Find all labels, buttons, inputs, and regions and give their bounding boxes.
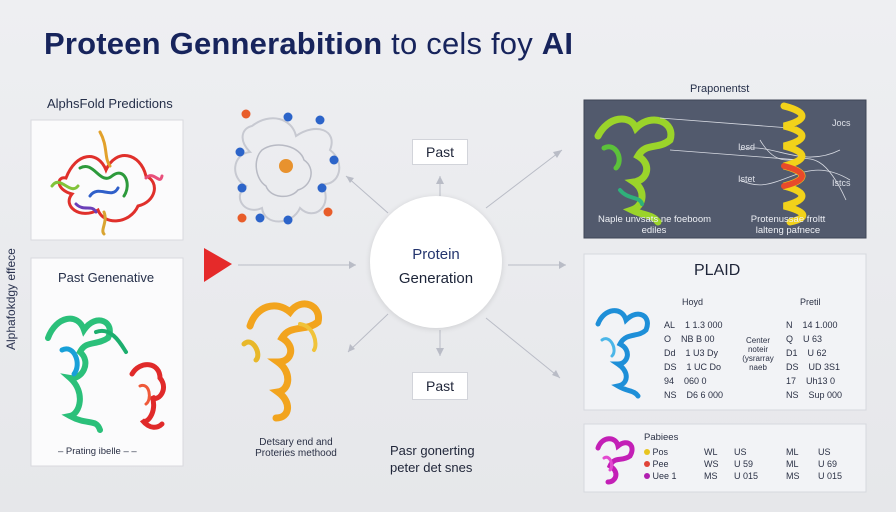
play-triangle-icon — [204, 248, 232, 282]
table-row: AL 1 1.3 000 — [664, 320, 723, 330]
plaid-rows-right: N 14 1.000 Q U 63 D1 U 62 DS UD 3S1 17 U… — [786, 318, 842, 402]
dark-caption-right: Protenussae froltt lalteng pafnece — [750, 214, 826, 236]
arrowhead — [348, 344, 355, 352]
connector-upper-right — [485, 149, 563, 209]
atom-center — [279, 159, 293, 173]
table-row: 17 Uh13 0 — [786, 376, 836, 386]
plaid-heading: PLAID — [694, 262, 741, 279]
connector-lower-right — [485, 317, 561, 379]
table-row: NS D6 6 000 — [664, 390, 724, 400]
protein-generation-node: Protein Generation — [370, 196, 502, 328]
node-line2: Generation — [398, 270, 474, 287]
connector-lower-left — [347, 313, 389, 353]
dark-mark-4: Istcs — [832, 178, 851, 188]
magenta-protein-art — [595, 436, 635, 485]
dark-panel-heading: Praponentst — [690, 83, 750, 95]
legend-swatch — [644, 473, 650, 479]
title-accent: AI — [541, 26, 574, 61]
card-past-generative — [30, 257, 184, 467]
generative-structure-art — [45, 315, 167, 433]
green-protein-art — [594, 115, 675, 226]
connector-upper-left — [345, 175, 389, 214]
arrowhead — [552, 370, 560, 378]
dark-mark-3: Istet — [738, 174, 756, 184]
legend-swatch — [644, 461, 650, 467]
plaid-center-note: Center noteir (ysrarray naeb — [742, 336, 774, 372]
legend-item: Pos WL US ML US — [644, 446, 831, 458]
card-generative-label: Past Genenative — [58, 270, 155, 285]
legend-heading: Pabiees — [644, 432, 679, 443]
yellow-protein-art — [241, 300, 322, 422]
generation-note: Pasr gonerting peter det snes — [390, 443, 475, 475]
plaid-col-header-right: Pretil — [800, 297, 821, 307]
table-row: NS Sup 000 — [786, 390, 843, 400]
page-title: Proteen Gennerabition to cels foy AI — [44, 26, 573, 62]
table-row: N 14 1.000 — [786, 320, 838, 330]
legend-item: Uee 1 MS U 015 MS U 015 — [644, 470, 842, 482]
title-rest: to cels foy — [382, 26, 542, 61]
card-alphafold-label: AlphsFold Predictions — [47, 96, 173, 111]
tag-past-bottom: Past — [412, 372, 468, 400]
arrowhead — [436, 176, 444, 184]
legend-item: Pee WS U 59 ML U 69 — [644, 458, 837, 470]
arrowhead — [436, 348, 444, 356]
legend-swatch — [644, 449, 650, 455]
plaid-rows-left: AL 1 1.3 000 O NB B 00 Dd 1 U3 Dy DS 1 U… — [664, 318, 723, 402]
alphafold-structure-art — [50, 130, 164, 236]
table-row: DS 1 UC Do — [664, 362, 722, 372]
node-line1: Protein — [412, 246, 460, 263]
table-row: Q U 63 — [786, 334, 823, 344]
card-generative-caption: – Prating ibelle – – — [58, 446, 137, 457]
dark-mark-2: Jocs — [832, 118, 851, 128]
table-row: 94 060 0 — [664, 376, 707, 386]
yellow-caption: Detsary end and Proteries methood — [255, 437, 337, 459]
arrowhead — [349, 261, 356, 269]
tag-past-top: Past — [412, 139, 468, 165]
arrowhead — [553, 150, 562, 158]
molecule-cluster-art — [234, 109, 341, 225]
arrowhead — [346, 176, 354, 183]
plaid-col-header-left: Hoyd — [682, 297, 704, 307]
plaid-panel-bg — [583, 253, 867, 411]
dark-mark-1: Iesd — [738, 142, 756, 152]
arrowhead — [559, 261, 566, 269]
yellow-helix-art — [780, 102, 807, 226]
blue-protein-art — [595, 308, 650, 399]
dark-caption-left: Naple unvsats ne foeboom ediles — [598, 214, 712, 236]
legend-list: Pos WL US ML US Pee WS U 59 ML U 69 Uee … — [644, 446, 842, 482]
table-row: DS UD 3S1 — [786, 362, 841, 372]
title-main: Proteen Gennerabition — [44, 26, 383, 61]
table-row: Dd 1 U3 Dy — [664, 348, 719, 358]
table-row: O NB B 00 — [664, 334, 715, 344]
table-row: D1 U 62 — [786, 348, 827, 358]
